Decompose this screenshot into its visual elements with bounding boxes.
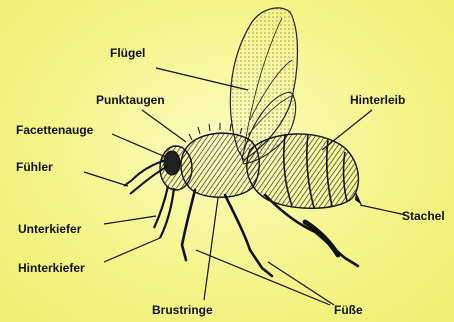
leader-unterkiefer [104,216,156,224]
front-leg [182,190,195,260]
middle-leg [225,195,272,276]
leader-hinterkiefer [104,238,160,262]
compound-eye [164,151,180,175]
label-punktaugen: Punktaugen [96,93,165,107]
leader-fuehler [84,172,128,186]
label-hinterleib: Hinterleib [350,93,405,107]
leader-stachel [360,205,406,215]
leader-brustringe [204,198,218,300]
label-stachel: Stachel [402,209,445,223]
leader-hinterleib [322,110,372,150]
abdomen-group [247,134,362,208]
label-fuehler: Fühler [16,160,53,174]
leader-punktaugen [142,110,186,142]
label-brustringe: Brustringe [152,303,213,317]
label-facettenauge: Facettenauge [16,123,93,137]
mouthparts [154,186,174,238]
abdomen [247,134,359,208]
label-fluegel: Flügel [110,46,145,60]
head-group [124,146,192,238]
label-fuesse: Füße [334,303,363,317]
label-hinterkiefer: Hinterkiefer [18,261,85,275]
leader-fuesse-1 [196,250,330,305]
leader-facettenauge [112,134,168,158]
label-unterkiefer: Unterkiefer [18,222,81,236]
thorax [181,133,259,197]
stinger [355,192,362,205]
